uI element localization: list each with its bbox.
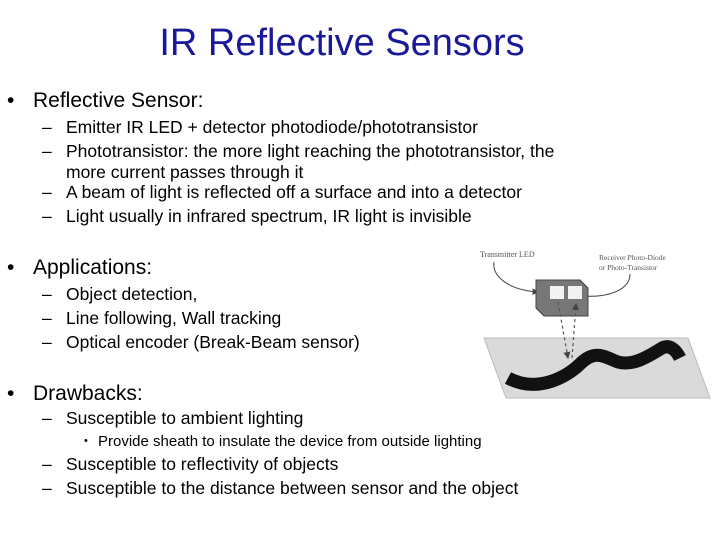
list-item: –Optical encoder (Break-Beam sensor) <box>42 332 360 353</box>
list-item-text: A beam of light is reflected off a surfa… <box>66 182 522 202</box>
list-item-text: Object detection, <box>66 284 198 304</box>
list-item-text: Light usually in infrared spectrum, IR l… <box>66 206 472 226</box>
emitter-window <box>550 286 564 299</box>
section-heading: Applications: <box>33 256 153 279</box>
dash-marker: – <box>42 206 52 226</box>
receiver-leader-arrow <box>580 273 631 300</box>
list-item-text: Optical encoder (Break-Beam sensor) <box>66 332 360 352</box>
section-heading: Reflective Sensor: <box>33 89 204 112</box>
dash-marker: – <box>42 408 52 428</box>
list-item: –Line following, Wall tracking <box>42 308 281 329</box>
list-item: –Emitter IR LED + detector photodiode/ph… <box>42 117 478 138</box>
bullet-marker: • <box>84 435 88 447</box>
list-item-text: Susceptible to reflectivity of objects <box>66 454 339 474</box>
transmitter-leader-arrow <box>493 261 540 295</box>
list-item: –Object detection, <box>42 284 197 305</box>
list-item: –Susceptible to ambient lighting <box>42 408 303 429</box>
dash-marker: – <box>42 117 52 137</box>
bullet-marker: • <box>7 382 15 405</box>
dash-marker: – <box>42 454 52 474</box>
detector-window <box>568 286 582 299</box>
bullet-applications: • Applications: <box>7 255 152 281</box>
sub-list-item-text: Provide sheath to insulate the device fr… <box>98 433 482 450</box>
bullet-marker: • <box>7 89 15 112</box>
slide-title: IR Reflective Sensors <box>159 22 525 64</box>
dash-marker: – <box>42 308 52 328</box>
dash-marker: – <box>42 182 52 202</box>
bullet-reflective-sensor: • Reflective Sensor: <box>7 88 203 114</box>
dash-marker: – <box>42 332 52 352</box>
list-item: –Susceptible to reflectivity of objects <box>42 454 338 475</box>
bullet-drawbacks: • Drawbacks: <box>7 381 143 407</box>
section-heading: Drawbacks: <box>33 382 143 405</box>
list-item-continuation: more current passes through it <box>66 162 304 182</box>
list-item-text: Line following, Wall tracking <box>66 308 282 328</box>
black-line-target <box>504 340 686 391</box>
list-item-text: Susceptible to ambient lighting <box>66 408 304 428</box>
transmitter-led-label: Transmitter LED <box>480 250 535 259</box>
list-item: –Susceptible to the distance between sen… <box>42 478 518 499</box>
list-item-text: Emitter IR LED + detector photodiode/pho… <box>66 117 478 137</box>
reflective-sensor-figure: Transmitter LED Receiver Photo-Diode or … <box>480 250 711 399</box>
receiver-label-line1: Receiver Photo-Diode <box>599 253 667 262</box>
list-item: –Phototransistor: the more light reachin… <box>42 141 554 183</box>
list-item: –A beam of light is reflected off a surf… <box>42 182 522 203</box>
list-item-text: Susceptible to the distance between sens… <box>66 478 519 498</box>
list-item: –Light usually in infrared spectrum, IR … <box>42 206 472 227</box>
sub-list-item: • Provide sheath to insulate the device f… <box>84 432 482 451</box>
dash-marker: – <box>42 284 52 304</box>
bullet-marker: • <box>7 256 15 279</box>
list-item-text: Phototransistor: the more light reaching… <box>66 141 555 161</box>
dash-marker: – <box>42 141 52 161</box>
receiver-label-line2: or Photo-Transistor <box>599 263 658 272</box>
dash-marker: – <box>42 478 52 498</box>
